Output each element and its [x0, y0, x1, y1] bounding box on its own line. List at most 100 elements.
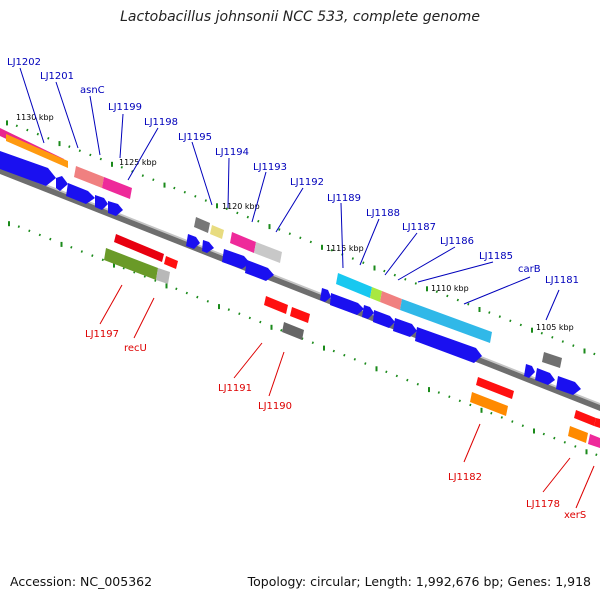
tick-dot — [288, 232, 291, 236]
tick-dot — [165, 283, 168, 289]
gene-label: LJ1192 — [290, 177, 324, 188]
cds-arrow — [56, 176, 68, 191]
kbp-label: 1115 kbp — [326, 244, 364, 253]
feature-bar-grey — [194, 217, 210, 233]
tick-dot — [280, 329, 283, 332]
tick-dot — [225, 207, 228, 211]
feature-bar-red — [574, 410, 596, 426]
tick-dot — [60, 241, 63, 247]
feature-bar-grey — [542, 352, 562, 368]
kbp-label: 1110 kbp — [431, 284, 469, 293]
cds-arrow — [245, 260, 274, 281]
tick-dot — [351, 257, 354, 260]
tick-dot — [89, 153, 92, 157]
tick-dot — [478, 307, 481, 312]
tick-dot — [574, 445, 577, 448]
tick-dot — [332, 349, 335, 353]
tick-dot — [531, 327, 533, 333]
tick-dot — [47, 137, 50, 140]
tick-dot — [540, 331, 543, 335]
tick-dot — [490, 411, 493, 415]
tick-dot — [595, 453, 598, 457]
tick-dot — [509, 319, 512, 323]
cds-arrow — [186, 234, 200, 249]
tick-dot — [194, 194, 197, 198]
accession-text: Accession: NC_005362 — [10, 574, 153, 589]
cds-arrow — [556, 376, 581, 395]
tick-dot — [80, 250, 83, 253]
gene-label: LJ1187 — [402, 222, 436, 233]
gene-label: LJ1194 — [215, 147, 249, 158]
tick-dot — [183, 190, 186, 194]
tick-dot — [175, 287, 178, 291]
tick-dot — [309, 240, 312, 244]
kbp-label: 1120 kbp — [222, 202, 260, 211]
tick-dot — [435, 290, 438, 294]
tick-dot — [583, 348, 586, 354]
tick-dot — [404, 277, 407, 281]
tick-dot — [70, 245, 73, 249]
tick-dot — [373, 265, 376, 271]
gene-label: LJ1193 — [253, 162, 287, 173]
lower-gene-labels: LJ1197 recU LJ1191 LJ1190 LJ1182 LJ1178 … — [85, 329, 586, 521]
tick-dot — [323, 345, 325, 351]
cds-arrow — [320, 288, 331, 302]
tick-dot — [469, 403, 472, 407]
tick-dot — [395, 374, 398, 378]
tick-dot — [26, 128, 29, 132]
tick-dot — [551, 335, 554, 339]
tick-dot — [375, 366, 378, 372]
tick-dot — [163, 182, 166, 188]
cds-arrow — [524, 364, 535, 378]
tick-dot — [480, 407, 483, 413]
tick-dot — [236, 211, 239, 215]
tick-dot — [38, 233, 41, 237]
tick-dot — [498, 315, 501, 318]
tick-dot — [448, 395, 451, 399]
tick-dot — [416, 382, 419, 386]
tick-dot — [311, 341, 314, 345]
tick-dot — [406, 378, 409, 382]
cds-arrow — [330, 293, 364, 315]
feature-bar-lime — [370, 287, 382, 302]
gene-label: LJ1181 — [545, 275, 579, 286]
tick-dot — [446, 294, 449, 298]
kbp-labels: 1130 kbp 1125 kbp 1120 kbp 1115 kbp 1110… — [16, 113, 574, 332]
forward-cds-arrows — [0, 151, 581, 395]
tick-dot — [120, 166, 123, 169]
tick-dot — [593, 352, 596, 356]
cds-arrow — [108, 201, 123, 216]
cds-arrow — [222, 249, 250, 269]
tick-dot — [185, 291, 188, 295]
tick-dot — [141, 174, 144, 177]
feature-bar-red — [114, 234, 164, 262]
gene-label: LJ1195 — [178, 132, 212, 143]
tick-dot — [467, 302, 470, 306]
tick-dot — [218, 304, 220, 310]
tick-dot — [28, 229, 31, 233]
feature-bar-salmon — [74, 166, 104, 188]
gene-label: LJ1198 — [144, 117, 178, 128]
genome-stats-text: Topology: circular; Length: 1,992,676 bp… — [247, 574, 591, 589]
tick-dot — [227, 308, 230, 311]
tick-dot — [321, 244, 323, 250]
tick-dot — [101, 258, 104, 262]
tick-dot — [553, 436, 556, 440]
tick-dot — [99, 157, 102, 161]
feature-bar-silver — [156, 268, 170, 284]
gene-label: LJ1202 — [7, 57, 41, 68]
kbp-label: 1130 kbp — [16, 113, 54, 122]
tick-dot — [248, 316, 251, 320]
feature-bar-red — [164, 256, 178, 269]
tick-dot — [393, 273, 396, 277]
cds-arrow — [362, 305, 374, 319]
cds-arrow — [393, 318, 417, 337]
tick-dot — [15, 124, 18, 128]
feature-bar-orange — [6, 134, 68, 168]
tick-dot — [521, 424, 524, 428]
gene-label: LJ1197 — [85, 329, 119, 340]
tick-dot — [353, 357, 356, 361]
tick-dot — [238, 312, 241, 316]
tick-dot — [511, 420, 514, 423]
tick-dot — [152, 178, 155, 182]
